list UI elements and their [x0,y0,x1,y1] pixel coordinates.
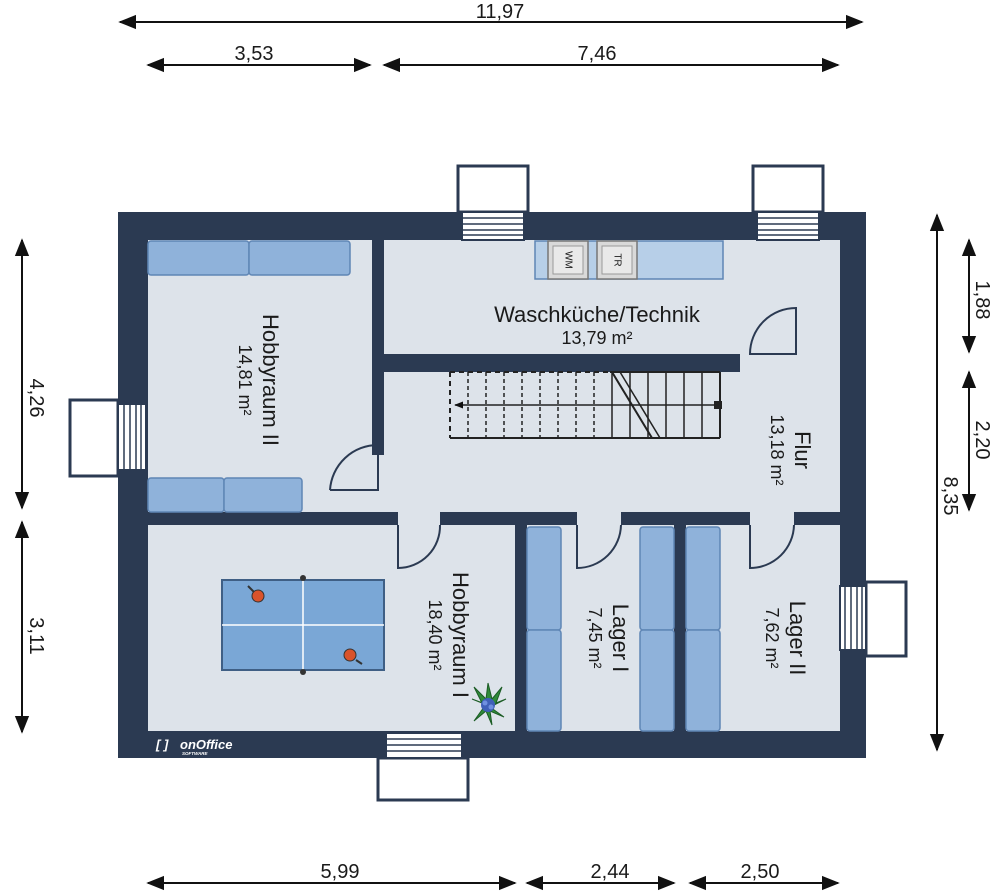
window-top-right [751,164,825,241]
washing-machine-label: WM [562,251,573,269]
room-name: Waschküche/Technik [494,302,701,327]
brand-logo: [ ] onOffice SOFTWARE [155,737,233,756]
room-label-hobbyraum-1: Hobbyraum I 18,40 m² [425,572,473,698]
dimension-bottom-right: 2,50 [688,861,840,891]
room-name: Hobbyraum I [448,572,473,698]
shelf [147,477,225,513]
room-label-flur: Flur 13,18 m² [767,414,815,485]
window-top-left [456,164,530,241]
room-name: Flur [790,431,815,469]
door-lager-2 [749,524,795,570]
room-area: 18,40 m² [425,599,445,670]
room-name: Lager II [785,601,810,676]
dimension-bottom-middle: 2,44 [525,861,676,891]
room-label-lager-1: Lager I 7,45 m² [585,604,633,673]
shelf [639,629,675,732]
dimension-top-total: 11,97 [118,1,864,30]
dimension-label: 3,53 [235,43,274,65]
shelf [685,629,721,732]
dimension-left-upper: 4,26 [14,238,47,510]
dimension-label: 5,99 [321,861,360,883]
door-hobbyraum-1 [397,524,442,570]
room-area: 7,62 m² [762,607,782,668]
logo-subtext: SOFTWARE [182,751,208,756]
dimension-label: 3,11 [25,617,47,654]
dimension-left-lower: 3,11 [14,520,47,734]
dimension-label: 2,44 [591,861,630,883]
staircase [449,371,722,439]
window-left [68,398,147,478]
paddle-icon [343,648,363,665]
dimension-label: 11,97 [476,1,525,23]
room-name: Lager I [608,604,633,673]
door-hobbyraum-2 [329,443,379,491]
dimension-right-middle: 2,20 [961,370,993,512]
dimension-label: 8,35 [939,477,961,516]
window-bottom [376,732,470,802]
dimension-label: 7,46 [578,43,617,65]
room-area: 13,18 m² [767,414,787,485]
shelf [147,240,250,276]
shelf [526,629,562,732]
room-name: Hobbyraum II [258,314,283,446]
shelf [223,477,303,513]
room-area: 13,79 m² [561,328,632,348]
window-right [839,580,908,658]
floor-hobbyraum-2 [148,240,372,512]
table-tennis-table [221,575,385,675]
dimension-right-total: 8,35 [929,213,961,752]
room-label-waschkueche: Waschküche/Technik 13,79 m² [494,302,701,348]
door-lager-1 [576,524,622,570]
paddle-icon [247,585,265,603]
room-label-hobbyraum-2: Hobbyraum II 14,81 m² [235,314,283,446]
shelf [639,526,675,631]
door-waschkueche [748,306,797,355]
shelf [526,526,562,631]
room-area: 14,81 m² [235,344,255,415]
dimension-label: 1,88 [971,281,993,320]
dimension-label: 4,26 [25,379,47,418]
furniture: WM TR [147,240,724,732]
dimension-label: 2,50 [741,861,780,883]
doors [329,306,797,570]
shelf [685,526,721,631]
logo-text: onOffice [180,737,233,752]
room-area: 7,45 m² [585,607,605,668]
shelf [248,240,351,276]
dimension-top-left: 3,53 [146,43,372,73]
dimension-label: 2,20 [971,421,993,460]
room-label-lager-2: Lager II 7,62 m² [762,601,810,676]
plant-icon [471,682,507,726]
dimension-right-upper: 1,88 [961,238,993,354]
dimension-top-right: 7,46 [382,43,840,73]
dimension-bottom-left: 5,99 [146,861,517,891]
svg-text:[ ]: [ ] [155,737,169,752]
dryer-label: TR [611,253,622,266]
